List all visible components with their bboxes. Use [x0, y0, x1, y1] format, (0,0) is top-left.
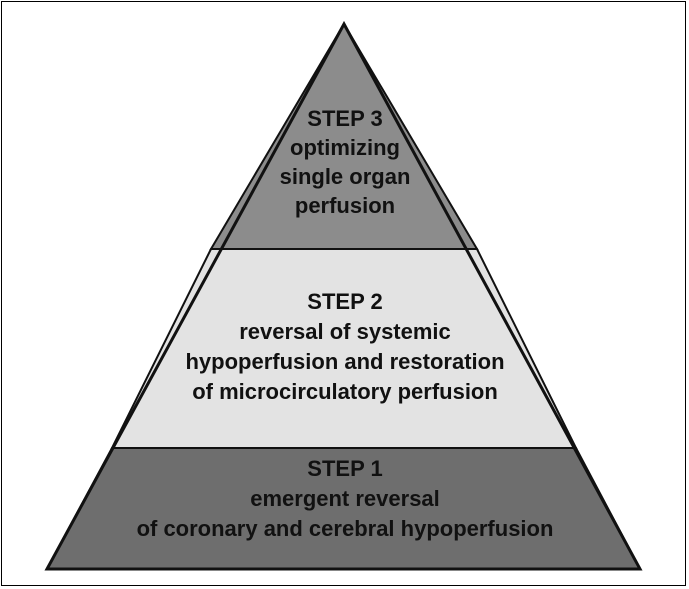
step2-line-1: reversal of systemic: [239, 319, 451, 344]
step2-label-block: STEP 2 reversal of systemic hypoperfusio…: [140, 287, 550, 407]
step1-label-block: STEP 1 emergent reversal of coronary and…: [80, 454, 610, 544]
step1-line-1: emergent reversal: [250, 486, 440, 511]
step1-line-2: of coronary and cerebral hypoperfusion: [136, 516, 554, 541]
step3-title: STEP 3: [307, 106, 383, 131]
step1-title: STEP 1: [307, 456, 383, 481]
step2-line-2: hypoperfusion and restoration: [185, 349, 505, 374]
step3-line-3: perfusion: [294, 193, 396, 218]
step3-line-1: optimizing: [290, 135, 400, 160]
step3-label-block: STEP 3 optimizing single organ perfusion: [245, 104, 445, 220]
step2-title: STEP 2: [307, 289, 383, 314]
step3-line-2: single organ: [279, 164, 411, 189]
step2-line-3: of microcirculatory perfusion: [192, 379, 498, 404]
pyramid-outline: [44, 20, 643, 571]
